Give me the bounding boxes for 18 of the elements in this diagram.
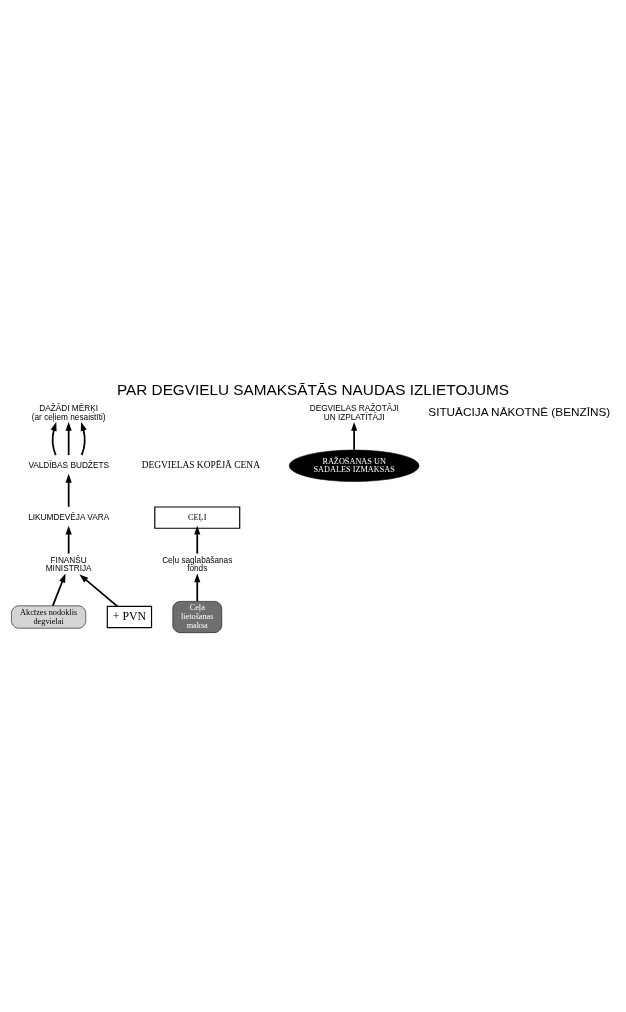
arrow	[194, 525, 201, 554]
arrow	[65, 525, 72, 554]
arrow	[79, 573, 119, 607]
node-box: Ceļa lietošanas maksa	[172, 600, 223, 633]
arrow	[50, 421, 57, 456]
node-box: CEĻI	[154, 505, 241, 529]
node-box: Akcīzes nodoklis degvielai	[11, 605, 87, 628]
label: SITUĀCIJA NĀKOTNĒ (BENZĪNS)	[428, 404, 611, 418]
arrow	[65, 473, 72, 508]
arrow	[351, 421, 358, 451]
arrow	[80, 421, 87, 456]
node-box: + PVN	[106, 605, 153, 628]
diagram-title: PAR DEGVIELU SAMAKSĀTĀS NAUDAS IZLIETOJUMS	[116, 380, 510, 398]
arrow	[194, 573, 201, 602]
arrow	[65, 421, 72, 456]
node-ellipse: RAŽOŠANAS UN SADALES IZMAKSAS	[288, 449, 420, 482]
label: DEGVIELAS KOPĒJĀ CENA	[141, 459, 260, 470]
arrow	[52, 573, 66, 606]
